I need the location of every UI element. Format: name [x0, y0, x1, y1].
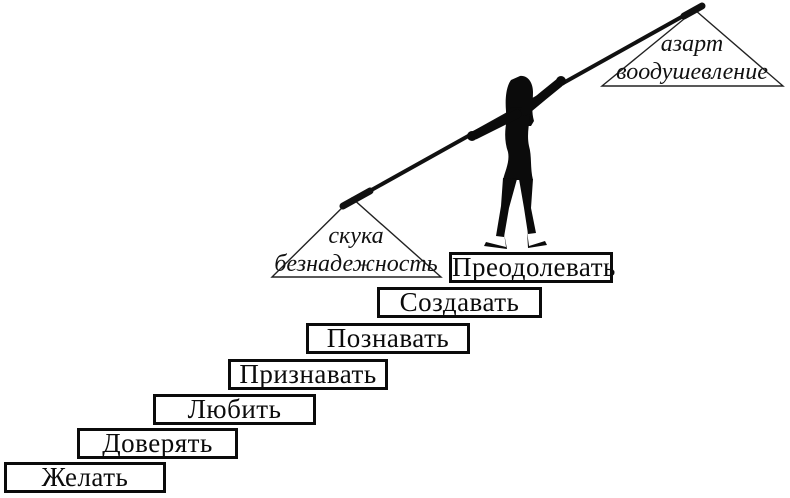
excitement-fulcrum-line1: азарт	[660, 31, 724, 57]
excitement-fulcrum-line2: воодушевление	[616, 59, 768, 85]
step-box-3: Любить	[153, 394, 316, 425]
excitement-fulcrum-label: азарт воодушевление	[582, 30, 790, 86]
person-silhouette-icon	[467, 75, 566, 249]
step-box-1: Желать	[4, 462, 166, 493]
step-box-2: Доверять	[77, 428, 238, 459]
boredom-fulcrum-line2: безнадежность	[274, 251, 438, 277]
step-box-4: Признавать	[228, 359, 388, 390]
excitement-fulcrum-triangle	[600, 9, 785, 87]
boredom-fulcrum-line1: скука	[328, 223, 384, 249]
boredom-fulcrum-label: скука безнадежность	[246, 222, 466, 278]
boredom-fulcrum-triangle	[270, 197, 443, 278]
step-box-6: Создавать	[377, 287, 542, 318]
step-box-7: Преодолевать	[449, 252, 615, 283]
step-box-5: Познавать	[306, 323, 470, 354]
